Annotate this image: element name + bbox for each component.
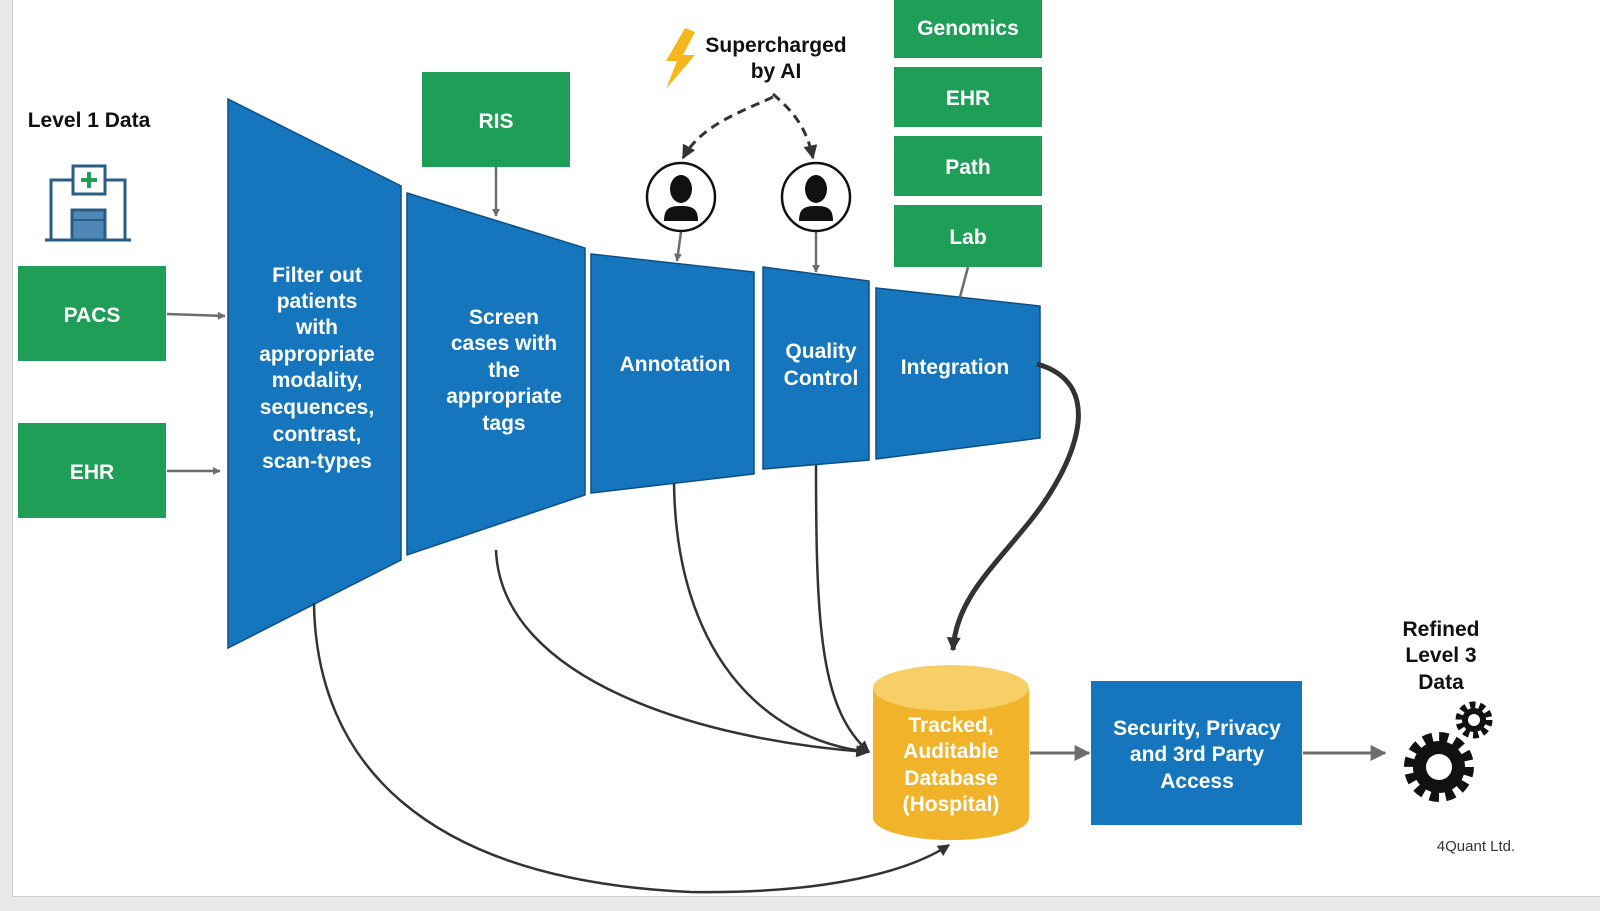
annotator-arrow: [674, 231, 683, 262]
hospital-icon: [45, 164, 131, 242]
qc-to-database-curve: [814, 464, 870, 753]
stage-filter-line-2: patients: [277, 290, 358, 313]
refined-line-2: Level 3: [1405, 644, 1476, 667]
database-line-1: Tracked,: [908, 714, 993, 737]
ehr-integration-box: EHR: [894, 67, 1042, 127]
level1-label: Level 1 Data: [28, 109, 151, 132]
stage-filter-line-1: Filter out: [272, 264, 362, 287]
ai-label-line-1: Supercharged: [705, 34, 846, 57]
stage-filter-line-6: sequences,: [260, 396, 374, 419]
stage-annotation: Annotation: [590, 253, 755, 494]
stage-integration: Integration: [875, 287, 1041, 460]
screen-to-database-curve: [494, 549, 869, 758]
database-line-3: Database: [904, 767, 997, 790]
pacs-label: PACS: [64, 304, 121, 327]
user-avatar-icon: [780, 161, 852, 233]
pacs-arrow: [166, 311, 226, 320]
stage-annotation-label: Annotation: [620, 353, 731, 376]
stage-filter: Filter out patients with appropriate mod…: [227, 97, 402, 650]
user-avatar-icon: [645, 161, 717, 233]
credit-label: 4Quant Ltd.: [1437, 838, 1515, 855]
stage-screen-line-4: appropriate: [446, 385, 562, 408]
ehr-source-box: EHR: [18, 423, 166, 518]
pacs-box: PACS: [18, 266, 166, 361]
genomics-box: Genomics: [894, 0, 1042, 58]
refined-line-3: Data: [1418, 671, 1464, 694]
stage-qc-line-1: Quality: [785, 340, 857, 363]
ai-label-line-2: by AI: [751, 60, 802, 83]
stage-filter-line-4: appropriate: [259, 343, 375, 366]
gears-icon: [1404, 701, 1493, 802]
lightning-bolt-icon: [666, 28, 695, 89]
stage-quality-control: Quality Control: [762, 266, 870, 470]
diagram-canvas: Level 1 Data PACS EHR RIS Genomics EHR P…: [12, 0, 1600, 897]
stage-filter-line-5: modality,: [272, 369, 363, 392]
ehr-source-label: EHR: [70, 461, 114, 484]
security-line-3: Access: [1160, 770, 1234, 793]
ris-label: RIS: [478, 110, 513, 133]
stage-screen-line-1: Screen: [469, 306, 539, 329]
stage-integration-label: Integration: [901, 356, 1010, 379]
refined-line-1: Refined: [1402, 618, 1479, 641]
annotation-to-database-curve: [672, 482, 871, 757]
stage-filter-line-3: with: [295, 316, 338, 339]
lab-label: Lab: [949, 226, 986, 249]
ehr-integration-label: EHR: [946, 87, 990, 110]
stage-screen-line-5: tags: [482, 412, 525, 435]
path-box: Path: [894, 136, 1042, 196]
security-line-2: and 3rd Party: [1130, 743, 1265, 766]
lab-connector: [958, 266, 970, 298]
lab-box: Lab: [894, 205, 1042, 267]
database-line-2: Auditable: [903, 740, 999, 763]
ai-dashed-arrow-qc: [772, 92, 818, 160]
database-line-4: (Hospital): [903, 793, 1000, 816]
stage-screen-line-2: cases with: [451, 332, 557, 355]
filter-to-database-curve: [312, 602, 951, 894]
stage-filter-line-7: contrast,: [273, 423, 362, 446]
stage-screen: Screen cases with the appropriate tags: [406, 191, 586, 557]
pipeline-diagram: Level 1 Data PACS EHR RIS Genomics EHR P…: [18, 0, 1515, 894]
path-label: Path: [945, 156, 991, 179]
ris-box: RIS: [422, 72, 570, 167]
ai-dashed-arrow-annotation: [681, 95, 774, 160]
database-cylinder: Tracked, Auditable Database (Hospital): [873, 665, 1029, 840]
security-box: Security, Privacy and 3rd Party Access: [1091, 681, 1302, 825]
genomics-label: Genomics: [917, 17, 1019, 40]
security-line-1: Security, Privacy: [1113, 717, 1281, 740]
stage-filter-line-8: scan-types: [262, 450, 372, 473]
integration-to-database-curve: [946, 361, 1081, 652]
stage-screen-line-3: the: [488, 359, 520, 382]
stage-qc-line-2: Control: [784, 367, 859, 390]
